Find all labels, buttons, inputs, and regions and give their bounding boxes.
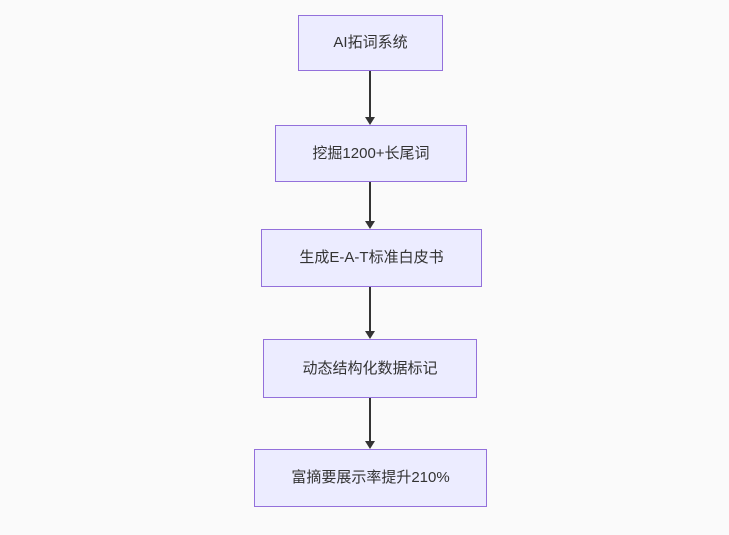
arrow-line [369,182,371,221]
edge-connector-4 [365,398,375,449]
flow-node-label: 动态结构化数据标记 [302,359,438,377]
arrowhead-down-icon [365,221,375,229]
flow-node-dynamic-structured-data-markup: 动态结构化数据标记 [263,339,477,398]
arrowhead-down-icon [365,331,375,339]
flow-node-label: 挖掘1200+长尾词 [312,144,430,162]
flow-node-label: 富摘要展示率提升210% [291,469,450,486]
edge-connector-2 [365,182,375,229]
flow-node-eat-whitepaper-generation: 生成E-A-T标准白皮书 [261,229,482,287]
arrowhead-down-icon [365,117,375,125]
edge-connector-3 [365,287,375,339]
flow-node-label: 生成E-A-T标准白皮书 [299,249,444,266]
arrowhead-down-icon [365,441,375,449]
edge-connector-1 [365,71,375,125]
arrow-line [369,398,371,441]
flow-node-label: AI拓词系统 [333,34,408,51]
flow-node-rich-snippet-rate-increase: 富摘要展示率提升210% [254,449,487,507]
flow-node-longtail-keyword-mining: 挖掘1200+长尾词 [275,125,467,182]
arrow-line [369,287,371,331]
arrow-line [369,71,371,117]
flow-node-ai-word-expansion-system: AI拓词系统 [298,15,443,71]
